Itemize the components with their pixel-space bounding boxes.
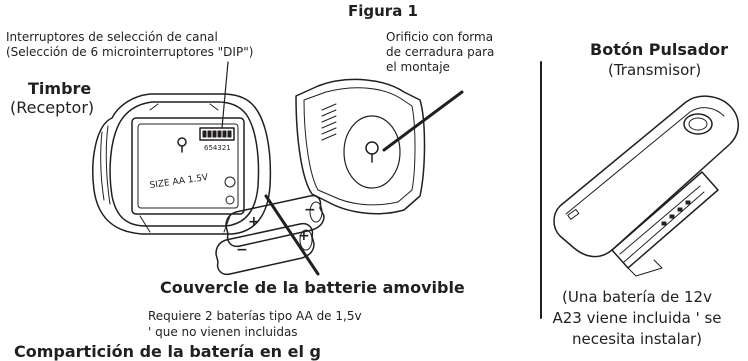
keyhole-mount-icon (177, 137, 187, 147)
battery-size-marking: SIZE AA 1.5V (149, 173, 210, 191)
battery-requirement-line2: ' que no vienen incluidas (148, 325, 298, 339)
battery-cover (295, 78, 426, 215)
push-button-icon (683, 113, 713, 135)
battery-2-minus: − (236, 242, 248, 258)
battery-compartment (131, 117, 245, 215)
aa-battery-2 (215, 222, 315, 276)
battery-1-minus: − (304, 202, 316, 218)
battery-cover-label: Couvercle de la batterie amovible (160, 278, 465, 297)
keyhole-leader (382, 90, 464, 152)
transmitter-title: Botón Pulsador (590, 40, 729, 59)
transmitter-battery-line1: (Una batería de 12v (562, 288, 712, 306)
receiver-body (92, 93, 272, 235)
transmitter-battery-line3: necesita instalar) (572, 330, 702, 348)
figure-title: Figura 1 (348, 2, 418, 20)
battery-cover-leader (264, 194, 320, 276)
transmitter-subtitle: (Transmisor) (608, 61, 702, 79)
keyhole-slot-icon (343, 115, 401, 189)
keyhole-label-line3: el montaje (386, 60, 450, 74)
transmitter-battery-bay (611, 171, 719, 269)
push-button-transmitter (553, 95, 739, 277)
transmitter-battery-line2: A23 viene incluida ' se (552, 309, 722, 327)
battery-requirement-line1: Requiere 2 baterías tipo AA de 1,5v (148, 309, 362, 323)
battery-1-plus: + (248, 214, 260, 230)
keyhole-label-line1: Orificio con forma (386, 30, 494, 44)
keyhole-label-line2: de cerradura para (386, 45, 495, 59)
battery-2-plus: + (298, 228, 310, 244)
dip-switch-label-line2: (Selección de 6 microinterruptores "DIP"… (6, 45, 254, 59)
dip-switch-label-line1: Interruptores de selección de canal (6, 30, 218, 44)
dip-switch-leader (221, 61, 229, 129)
receiver-title: Timbre (28, 79, 92, 98)
dip-switch-numbers: 654321 (204, 144, 231, 152)
receiver-subtitle: (Receptor) (10, 98, 95, 117)
